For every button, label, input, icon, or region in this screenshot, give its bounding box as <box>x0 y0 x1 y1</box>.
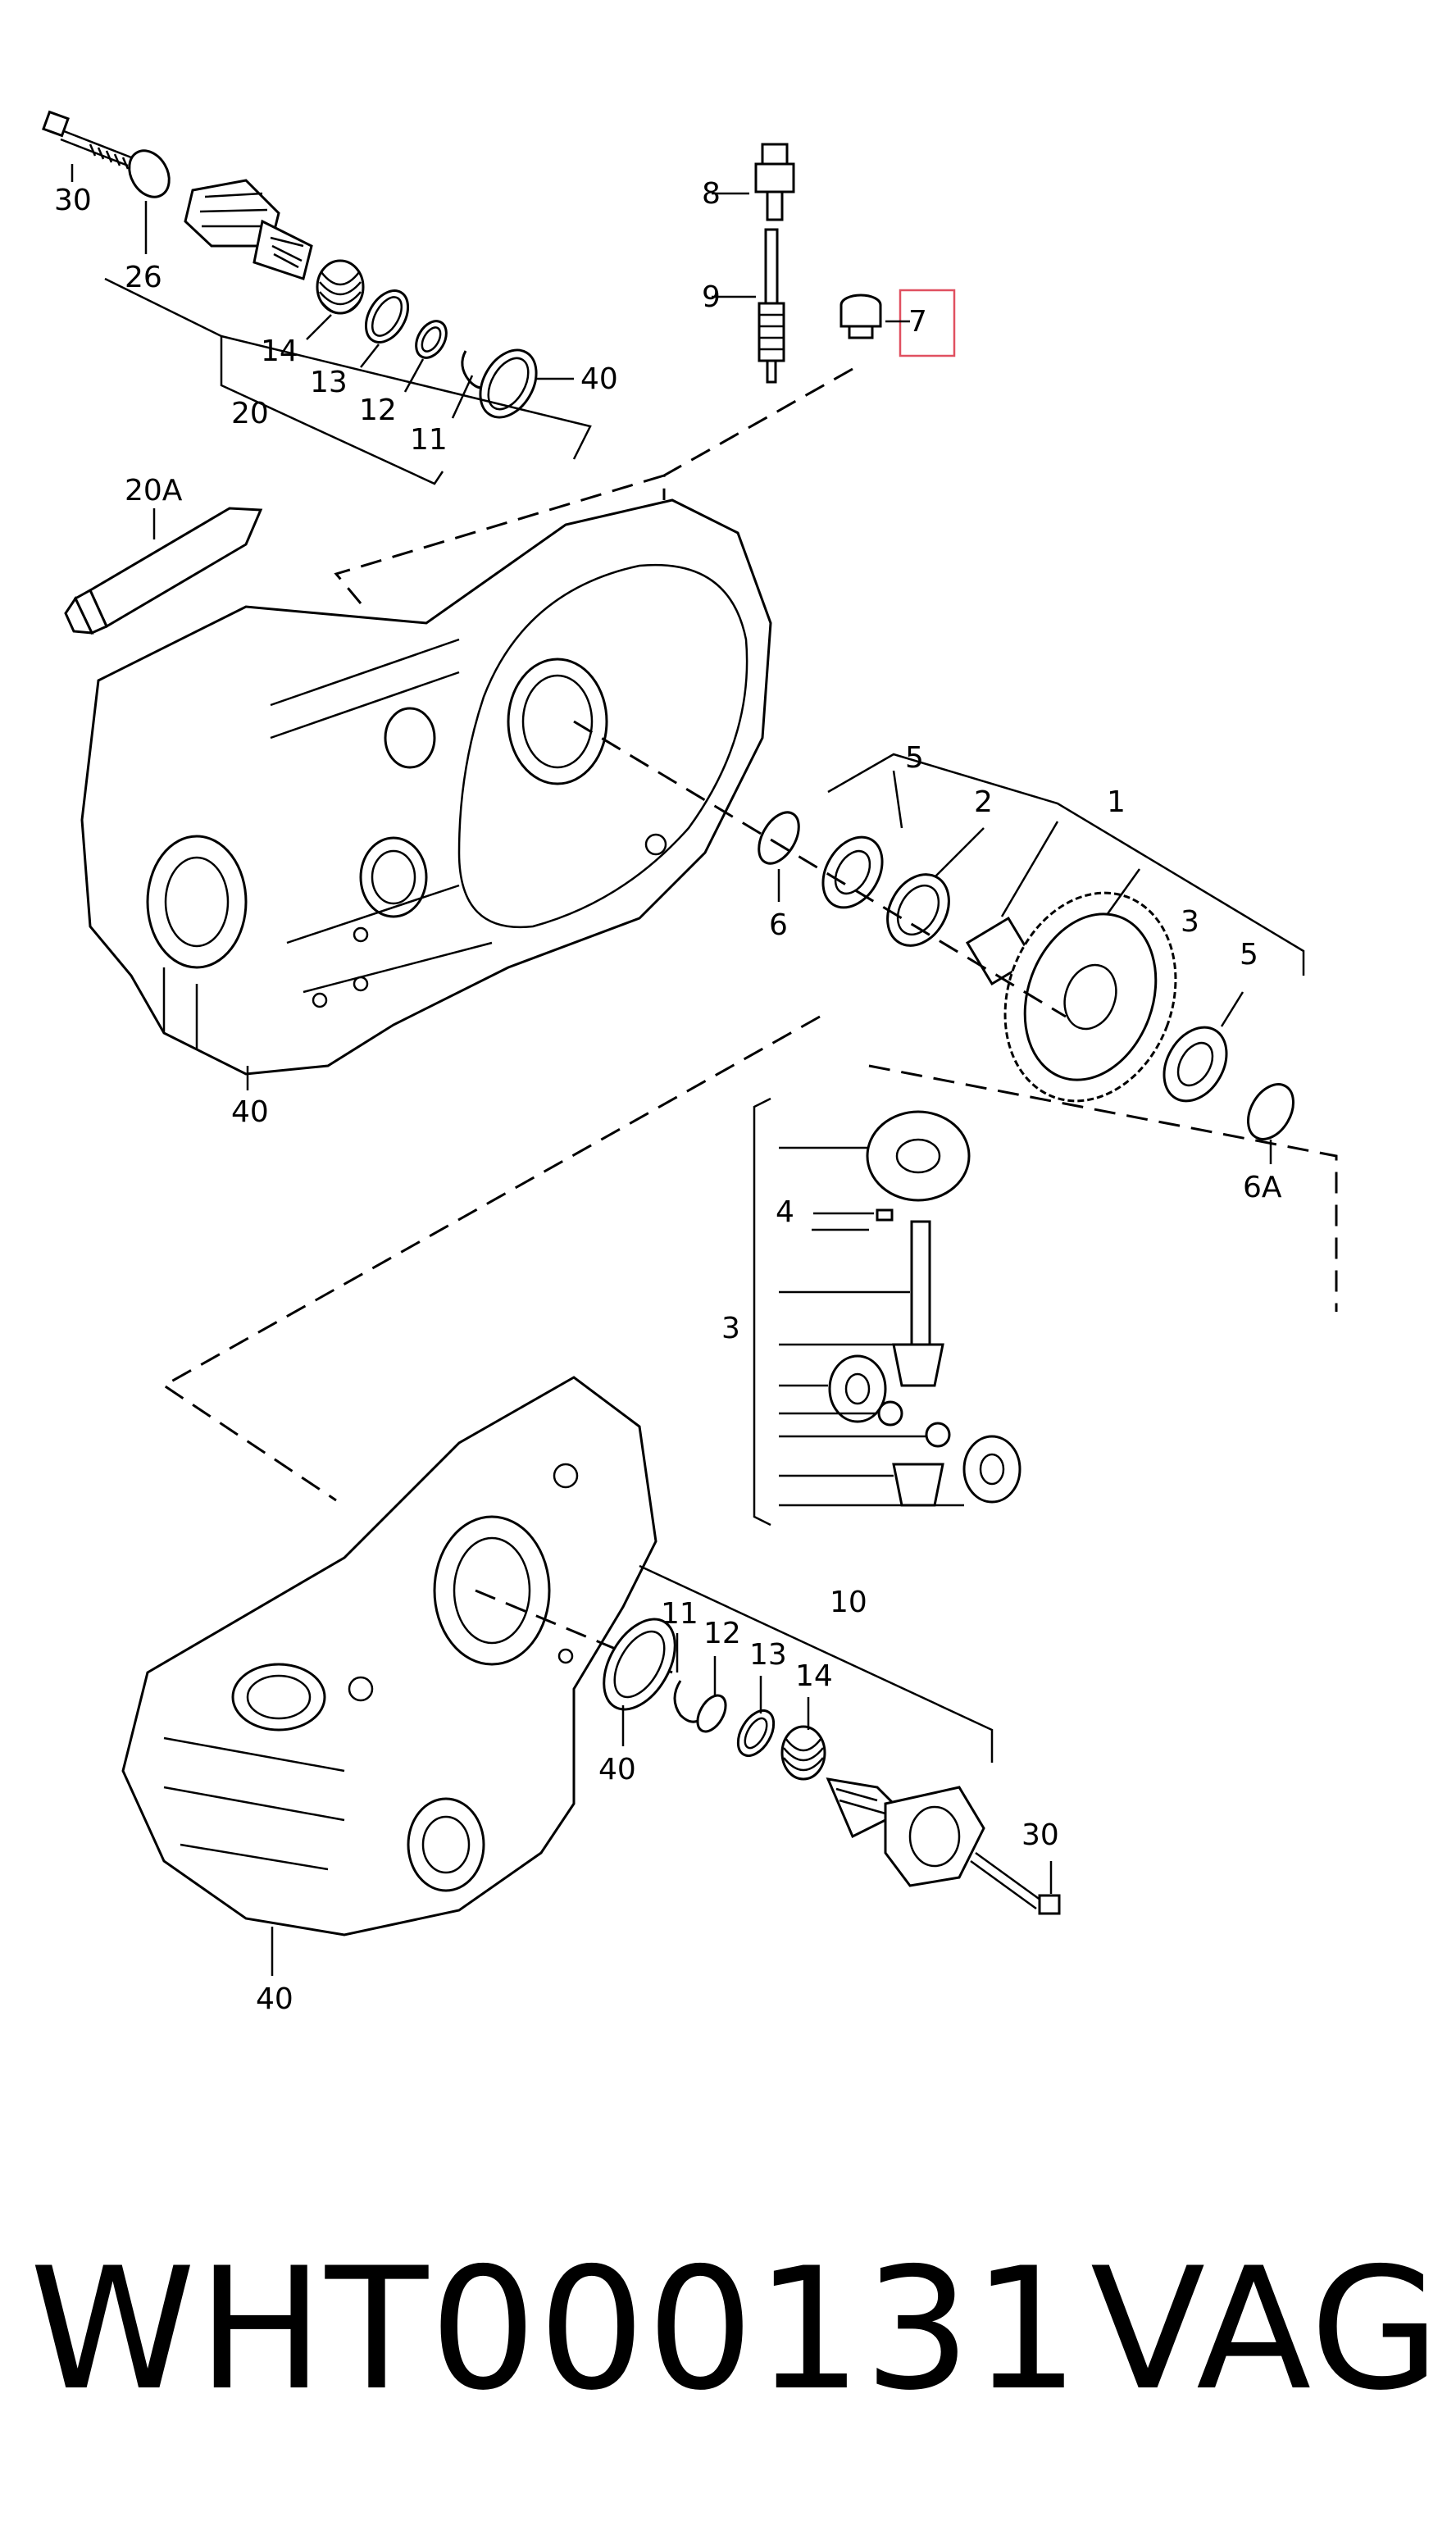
spring-14-top <box>316 259 365 315</box>
callout-6A: 6A <box>1243 1171 1282 1204</box>
thrust-washer-left <box>877 1400 903 1427</box>
callout-12-bottom: 12 <box>703 1617 741 1650</box>
callout-11-top: 11 <box>410 423 448 457</box>
diff-cage <box>866 1110 971 1202</box>
callout-1: 1 <box>1107 785 1126 819</box>
callout-9: 9 <box>702 280 721 314</box>
callout-20A: 20A <box>125 474 183 507</box>
callout-4: 4 <box>776 1195 794 1229</box>
callout-labels: 30 26 14 13 12 11 40 20 8 9 7 20A 40 6 5… <box>54 177 1282 2016</box>
sender-8 <box>754 143 795 221</box>
assembly-route-axis-top <box>573 720 1067 1018</box>
ring-6A <box>1247 1083 1294 1140</box>
callout-26: 26 <box>125 261 162 294</box>
callout-14-top: 14 <box>261 334 298 368</box>
seal-40-bottom <box>603 1618 676 1711</box>
callout-5-right: 5 <box>1240 938 1258 972</box>
bearing-5-left <box>821 835 884 909</box>
ring-12-top <box>415 320 448 359</box>
ring-13-top <box>364 289 410 344</box>
callout-40-bottom-case: 40 <box>256 1982 293 2016</box>
callout-14-bottom: 14 <box>795 1659 833 1693</box>
crown-wheel-1 <box>965 891 1177 1103</box>
bearing-5-right <box>1163 1026 1228 1103</box>
differential-internals <box>753 1097 1021 1527</box>
flange-shaft-bottom <box>826 1777 985 1887</box>
ring-12-bottom <box>696 1694 727 1733</box>
callout-3-left: 3 <box>721 1312 740 1345</box>
callout-2: 2 <box>974 785 993 819</box>
part-number: WHT000131 <box>30 2232 1081 2428</box>
assembly-route-mid <box>162 1015 821 1502</box>
circlip-11-bottom <box>673 1680 703 1723</box>
top-flange-shaft-assembly <box>42 110 592 485</box>
thrust-washer-right <box>925 1422 951 1448</box>
callout-7: 7 <box>908 305 927 339</box>
callout-8: 8 <box>702 177 721 211</box>
callout-3-right: 3 <box>1181 905 1199 939</box>
seal-40-top <box>479 348 538 419</box>
callout-11-bottom: 11 <box>661 1597 698 1631</box>
pin-4 <box>876 1208 894 1222</box>
ring-13-bottom <box>736 1709 776 1757</box>
clutch-housing-top <box>80 498 772 1090</box>
flange-shaft-top <box>184 179 313 280</box>
callout-30-bottom: 30 <box>1021 1818 1059 1852</box>
callout-5-top: 5 <box>905 741 924 775</box>
ring-6 <box>758 811 800 865</box>
bottom-flange-shaft-assembly <box>475 1564 1061 1915</box>
callout-30-top: 30 <box>54 184 92 217</box>
callout-13-top: 13 <box>310 366 348 399</box>
race-2 <box>886 873 950 947</box>
callout-10: 10 <box>830 1586 867 1619</box>
bolt-30-top <box>42 110 132 170</box>
callout-20: 20 <box>231 397 269 430</box>
gearbox-housing-bottom <box>121 1376 657 1976</box>
planet-gear-left <box>828 1354 887 1423</box>
callout-40-left: 40 <box>231 1095 269 1129</box>
callout-13-bottom: 13 <box>749 1638 787 1672</box>
callout-40-top: 40 <box>580 362 618 396</box>
brand-name: VAG <box>1090 2232 1442 2428</box>
planet-gear-right <box>962 1435 1021 1504</box>
sealant-tube-20A <box>64 507 263 635</box>
callout-12-top: 12 <box>359 394 397 427</box>
assembly-route-right <box>868 1064 1338 1312</box>
exploded-parts-diagram: 30 26 14 13 12 11 40 20 8 9 7 20A 40 6 5… <box>42 110 1338 2016</box>
assembly-route-top <box>334 367 853 604</box>
cross-shaft <box>910 1220 931 1346</box>
spring-14-bottom <box>780 1725 826 1781</box>
side-gear-upper <box>892 1343 944 1387</box>
callout-40-bottom-ring: 40 <box>598 1753 636 1786</box>
plug-7 <box>839 294 882 339</box>
callout-6: 6 <box>769 908 788 942</box>
speedo-drive-assembly <box>712 143 956 384</box>
callout-7-highlight-box <box>899 289 956 357</box>
differential-assembly <box>758 753 1305 1164</box>
bolt-30-bottom <box>970 1851 1061 1915</box>
pinion-shaft-9 <box>758 228 785 384</box>
side-gear-lower <box>892 1463 944 1507</box>
o-ring-26 <box>128 149 171 198</box>
